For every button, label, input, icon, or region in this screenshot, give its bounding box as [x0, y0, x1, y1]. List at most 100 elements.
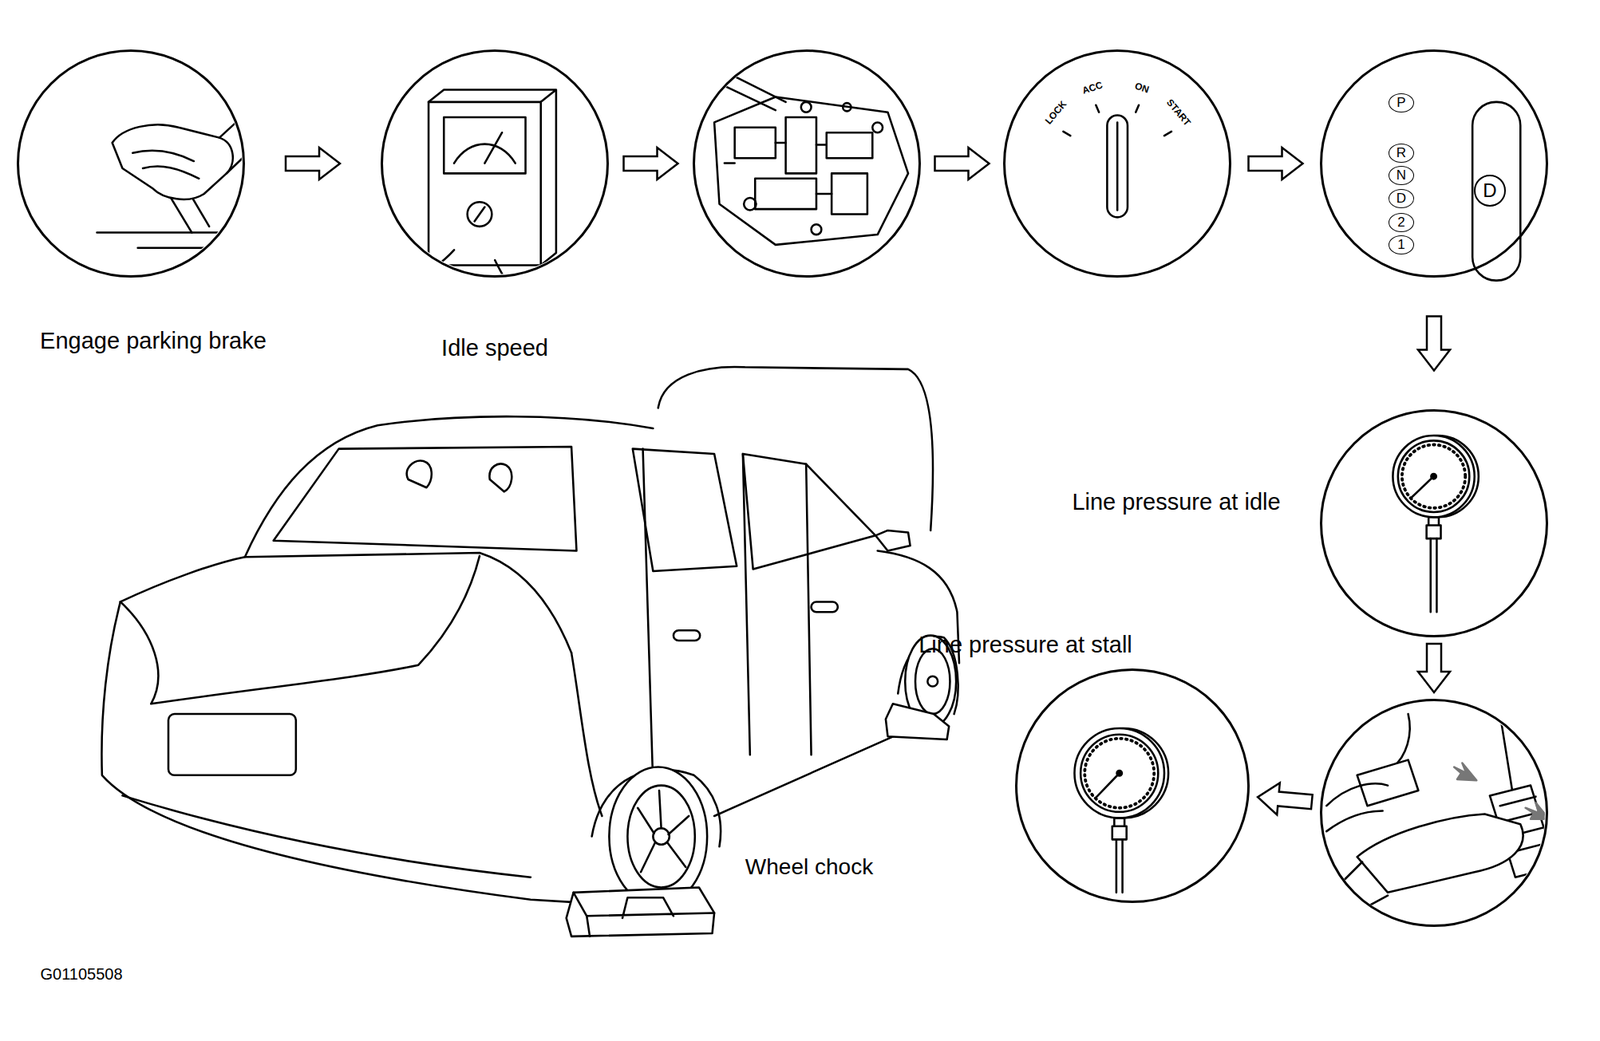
tachometer-art-part — [428, 90, 557, 266]
car-illustration-part — [566, 887, 715, 937]
car-illustration-part — [573, 892, 715, 937]
step-circle — [1319, 699, 1549, 928]
pressure-gauge-art-part — [1426, 517, 1442, 539]
flow-arrow — [1248, 147, 1304, 180]
pressure-gauge-art — [1392, 435, 1478, 613]
flow-arrow — [935, 147, 990, 180]
step-circle: Line pressure at stall — [1015, 668, 1250, 904]
step-circle: PRND21D — [1319, 49, 1549, 278]
car-illustration-part — [244, 416, 653, 558]
valve-body-art-part — [743, 197, 756, 210]
pressure-gauge-art-part — [1117, 770, 1122, 776]
valve-body-art-part — [754, 178, 817, 210]
switch-position: LOCK — [1042, 98, 1070, 127]
pressure-gauge-art-part — [1430, 538, 1438, 613]
pedals-art — [1326, 714, 1557, 924]
valve-body-art-part — [842, 102, 851, 111]
car-illustration-part — [168, 714, 297, 776]
tachometer-art-part — [467, 201, 493, 227]
step-label: Line pressure at stall — [918, 632, 1133, 659]
pedals-art-part — [1357, 760, 1419, 807]
pressure-gauge-art-part — [1398, 440, 1470, 513]
shift-gate-art-part — [1472, 102, 1521, 281]
car-illustration-part — [122, 795, 530, 878]
step-label: Engage parking brake — [39, 327, 267, 355]
pedals-art-part — [1326, 862, 1388, 925]
car-illustration-part — [627, 786, 695, 889]
pressure-gauge-art-part — [1116, 839, 1123, 893]
car-illustration-part — [608, 767, 708, 907]
car-illustration-part — [643, 449, 812, 787]
tachometer-art-part — [454, 132, 516, 163]
car-illustration-part — [120, 553, 572, 653]
valve-body-art-part — [811, 224, 822, 235]
valve-body-art-part — [801, 102, 812, 113]
valve-body-art-part — [724, 142, 832, 194]
tachometer-art-part — [474, 207, 486, 222]
car-illustration — [101, 367, 960, 937]
pressure-gauge-art — [1074, 728, 1169, 893]
ignition-art — [1062, 105, 1172, 218]
step-circle: Line pressure at idle — [1319, 409, 1549, 638]
car-illustration-part — [101, 601, 581, 903]
step-label: Line pressure at idle — [1071, 489, 1280, 516]
car-illustration-part — [632, 449, 737, 572]
flow-arrow — [1418, 643, 1450, 693]
valve-body-art-part — [872, 122, 883, 133]
car-illustration-part — [885, 703, 949, 740]
car-illustration-part — [927, 676, 938, 688]
parking-brake-art-part — [112, 124, 234, 200]
pedals-art-part — [1392, 714, 1410, 767]
ignition-art-part — [1116, 122, 1119, 210]
parking-brake-art-part — [96, 233, 222, 249]
pedals-art-part — [1357, 813, 1524, 893]
flow-arrow — [1418, 316, 1450, 372]
car-illustration-part — [273, 446, 577, 551]
car-illustration-part — [673, 630, 700, 641]
pressure-gauge-art-part — [1402, 445, 1466, 509]
step-label: Idle speed — [441, 335, 549, 362]
gear-position: 2 — [1388, 213, 1415, 233]
step-circle: Idle speed — [380, 49, 609, 278]
part-label: Wheel chock — [745, 854, 874, 881]
ignition-art-part — [1106, 114, 1128, 218]
car-illustration-part — [875, 530, 910, 552]
parking-brake-art — [96, 114, 250, 249]
illustration-part — [96, 61, 1557, 937]
parking-brake-art-part — [219, 114, 250, 174]
pressure-gauge-art-part — [1095, 773, 1119, 799]
flow-arrow — [285, 147, 340, 180]
step-circle: Engage parking brake — [16, 49, 245, 278]
car-illustration-part — [658, 367, 933, 531]
pressure-gauge-art-part — [1392, 435, 1474, 518]
valve-body-art-part — [714, 96, 909, 245]
valve-body-art-part — [694, 61, 787, 111]
tachometer-art — [402, 90, 557, 307]
tachometer-art-part — [428, 102, 542, 266]
pedals-art-part — [1525, 802, 1549, 819]
shift-gate-art — [1472, 102, 1521, 281]
tachometer-art-part — [443, 117, 526, 174]
pressure-gauge-art-part — [1080, 734, 1158, 813]
car-illustration-part — [406, 461, 513, 493]
pedals-art-part — [1500, 714, 1513, 791]
car-illustration-part — [742, 454, 876, 569]
valve-body-art-part — [734, 127, 776, 159]
step-circle: LOCKACCONSTART — [1003, 49, 1232, 278]
pedals-art-part — [1453, 762, 1477, 781]
step-circle — [692, 49, 921, 278]
parking-brake-art-part — [132, 150, 199, 179]
valve-body-art-part — [786, 117, 817, 174]
switch-position: ON — [1133, 79, 1150, 95]
car-illustration-part — [811, 601, 838, 613]
car-illustration-part — [714, 734, 898, 817]
car-illustration-part — [571, 652, 602, 817]
valve-body-art-part — [826, 132, 874, 159]
switch-position: START — [1164, 96, 1194, 128]
pressure-gauge-art-part — [1112, 818, 1127, 841]
pressure-gauge-art-part — [1410, 476, 1434, 498]
valve-body-art-part — [831, 173, 868, 214]
